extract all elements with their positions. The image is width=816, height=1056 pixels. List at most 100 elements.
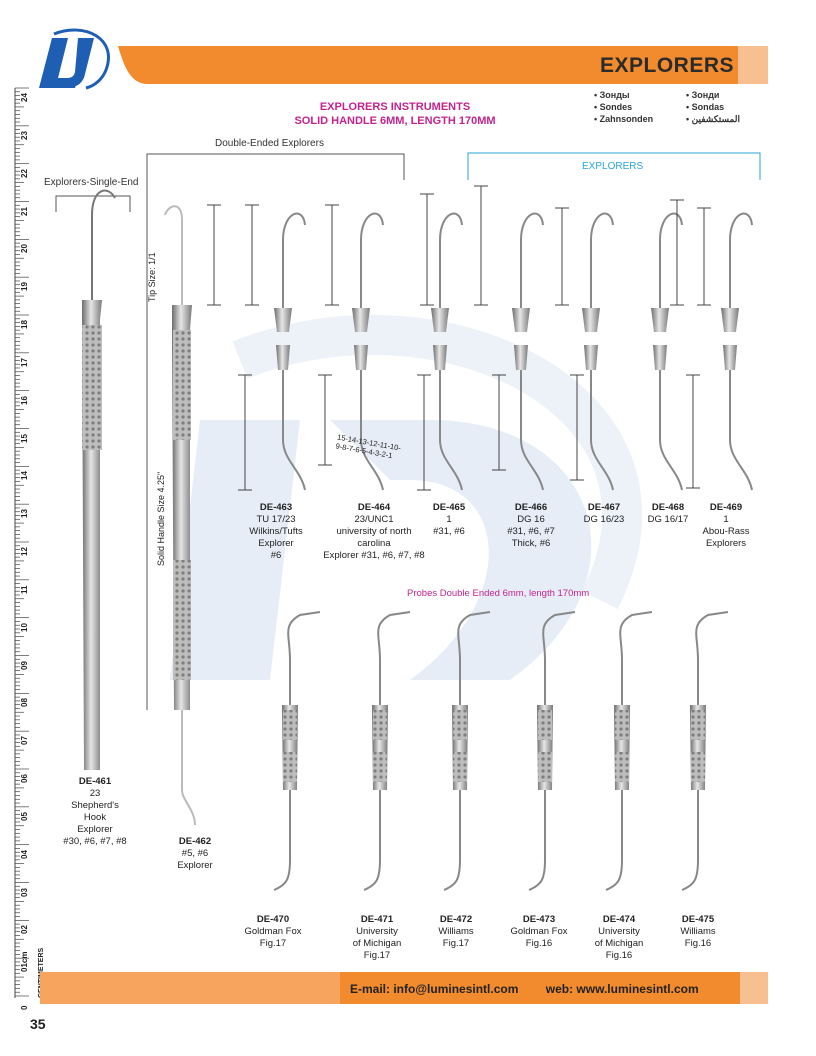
product-line: Abou-Rass (702, 526, 750, 537)
product-line: 23/UNC1 (354, 514, 394, 525)
product-line: Shepherd's (71, 800, 119, 811)
product-line: Goldman Fox (510, 926, 568, 937)
header-bar (118, 46, 768, 84)
instrument-explorer-463 (274, 212, 306, 491)
instrument-probe-475 (681, 611, 729, 891)
product-code: DE-461 (78, 776, 112, 787)
product-caption-de-473: DE-473 Goldman Fox Fig.16 (504, 914, 574, 950)
instrument-probe-472 (443, 611, 491, 891)
instrument-de-462 (164, 205, 196, 826)
instrument-explorer-464 (352, 212, 384, 491)
subtitle-line: EXPLORERS INSTRUMENTS (319, 101, 471, 113)
product-line: Williams (438, 926, 474, 937)
product-code: DE-463 (259, 502, 293, 513)
watermark-logo (170, 314, 643, 680)
product-line: of Michigan (594, 938, 644, 949)
footer-contact: E-mail: info@luminesintl.com web: www.lu… (350, 982, 723, 996)
product-code: DE-471 (360, 914, 394, 925)
product-line: university of north (336, 526, 412, 537)
instrument-probe-473 (528, 611, 576, 891)
product-line: Fig.17 (259, 938, 287, 949)
product-code: DE-475 (681, 914, 715, 925)
product-line: of Michigan (352, 938, 402, 949)
product-line: University (356, 926, 398, 937)
instrument-probe-471 (363, 611, 411, 891)
product-code: DE-468 (651, 502, 685, 513)
product-line: Williams (680, 926, 716, 937)
product-code: DE-465 (432, 502, 466, 513)
section-explorers: EXPLORERS (582, 161, 644, 172)
product-caption-de-468: DE-468 DG 16/17 (638, 502, 698, 526)
language-list-right: • Зонди • Sondas • المستكشفين (686, 89, 740, 125)
product-line: 1 (446, 514, 452, 525)
product-code: DE-474 (602, 914, 636, 925)
product-line: DG 16/23 (583, 514, 625, 525)
product-caption-de-461: DE-461 23 Shepherd's Hook Explorer #30, … (50, 776, 140, 848)
page-number: 35 (30, 1016, 46, 1032)
product-line: Wilkins/Tufts (249, 526, 303, 537)
ruler-number: 0 (20, 1005, 29, 1010)
product-caption-de-472: DE-472 Williams Fig.17 (426, 914, 486, 950)
product-code: DE-464 (357, 502, 391, 513)
product-line: Explorer (177, 860, 213, 871)
product-line: 23 (89, 788, 101, 799)
product-line: Explorers (705, 538, 747, 549)
instrument-explorer-468 (651, 212, 683, 491)
product-caption-de-464: DE-464 23/UNC1 university of north carol… (310, 502, 438, 562)
product-code: DE-472 (439, 914, 473, 925)
product-code: DE-473 (522, 914, 556, 925)
product-line: DG 16 (517, 514, 545, 525)
product-caption-de-469: DE-469 1 Abou-Rass Explorers (696, 502, 756, 550)
product-line: Fig.17 (363, 950, 391, 961)
instrument-explorer-469 (721, 212, 753, 491)
instrument-probe-470 (273, 611, 321, 891)
product-line: Explorer (77, 824, 113, 835)
product-line: Thick, #6 (511, 538, 551, 549)
product-code: DE-470 (256, 914, 290, 925)
product-line: TU 17/23 (256, 514, 296, 525)
product-line: Goldman Fox (244, 926, 302, 937)
product-line: Fig.16 (525, 938, 553, 949)
product-line: University (598, 926, 640, 937)
lang-item: • Sondes (594, 102, 633, 112)
product-caption-de-474: DE-474 University of Michigan Fig.16 (582, 914, 656, 962)
product-line: Hook (83, 812, 107, 823)
product-caption-de-465: DE-465 1 #31, #6 (424, 502, 474, 538)
single-end-bracket (55, 195, 131, 212)
product-line: #6 (270, 550, 282, 561)
product-line: #5, #6 (181, 848, 209, 859)
subtitle: EXPLORERS INSTRUMENTS SOLID HANDLE 6MM, … (250, 100, 540, 128)
section-double-end: Double-Ended Explorers (215, 138, 324, 149)
lang-item: • Зонды (594, 90, 630, 100)
product-line: #31, #6, #7 (507, 526, 555, 537)
lang-item: • Sondas (686, 102, 725, 112)
product-caption-de-467: DE-467 DG 16/23 (574, 502, 634, 526)
product-line: Fig.16 (684, 938, 712, 949)
instrument-explorer-466 (512, 212, 544, 491)
instrument-de-461 (82, 189, 116, 770)
footer-bar (40, 972, 768, 1004)
product-line: 1 (723, 514, 729, 525)
product-caption-de-475: DE-475 Williams Fig.16 (668, 914, 728, 950)
instrument-explorer-467 (582, 212, 614, 491)
instrument-probe-474 (605, 611, 653, 891)
product-caption-de-466: DE-466 DG 16 #31, #6, #7 Thick, #6 (494, 502, 568, 550)
product-line: carolina (357, 538, 391, 549)
product-line: #30, #6, #7, #8 (63, 836, 127, 847)
product-code: DE-462 (178, 836, 212, 847)
footer-web: web: www.luminesintl.com (545, 982, 699, 996)
explorers-bracket (467, 152, 761, 180)
centimeter-ruler (14, 87, 29, 998)
instrument-explorer-465 (431, 212, 463, 491)
product-caption-de-462: DE-462 #5, #6 Explorer (160, 836, 230, 872)
product-caption-de-470: DE-470 Goldman Fox Fig.17 (238, 914, 308, 950)
product-line: Fig.16 (605, 950, 633, 961)
double-end-bracket (146, 153, 405, 710)
language-list-left: • Зонды • Sondes • Zahnsonden (594, 89, 653, 125)
product-line: Fig.17 (442, 938, 470, 949)
product-line: Explorer #31, #6, #7, #8 (323, 550, 425, 561)
product-caption-de-463: DE-463 TU 17/23 Wilkins/Tufts Explorer #… (236, 502, 316, 562)
footer-email: E-mail: info@luminesintl.com (350, 982, 519, 996)
product-code: DE-467 (587, 502, 621, 513)
page-title: EXPLORERS (599, 54, 734, 77)
